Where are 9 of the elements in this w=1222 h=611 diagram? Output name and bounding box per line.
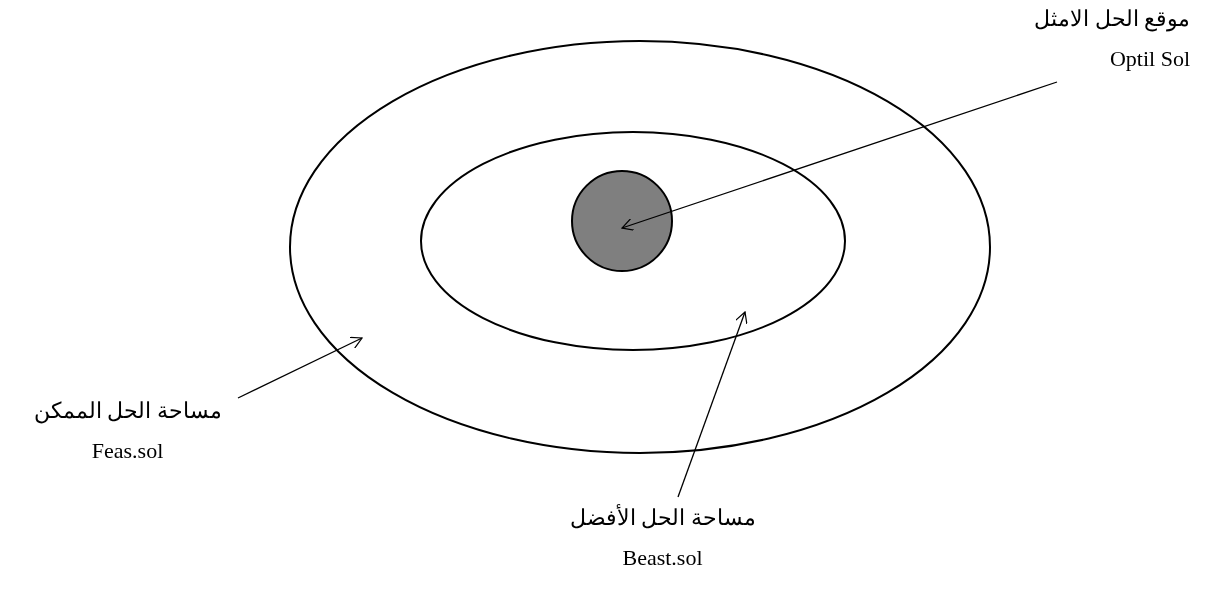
best-solution-label: Beast.sol — [622, 545, 703, 572]
arabic-label: مساحة الحل الممكن — [33, 398, 222, 425]
leader-arrow — [677, 311, 748, 498]
leader-arrow — [237, 336, 363, 399]
arabic-label: موقع الحل الامثل — [1034, 6, 1190, 33]
optimal-solution-label: Optil Sol — [1109, 46, 1190, 73]
arabic-label: مساحة الحل الأفضل — [569, 505, 756, 532]
feasible-solution-label: Feas.sol — [91, 438, 164, 465]
leader-arrow — [621, 81, 1058, 231]
